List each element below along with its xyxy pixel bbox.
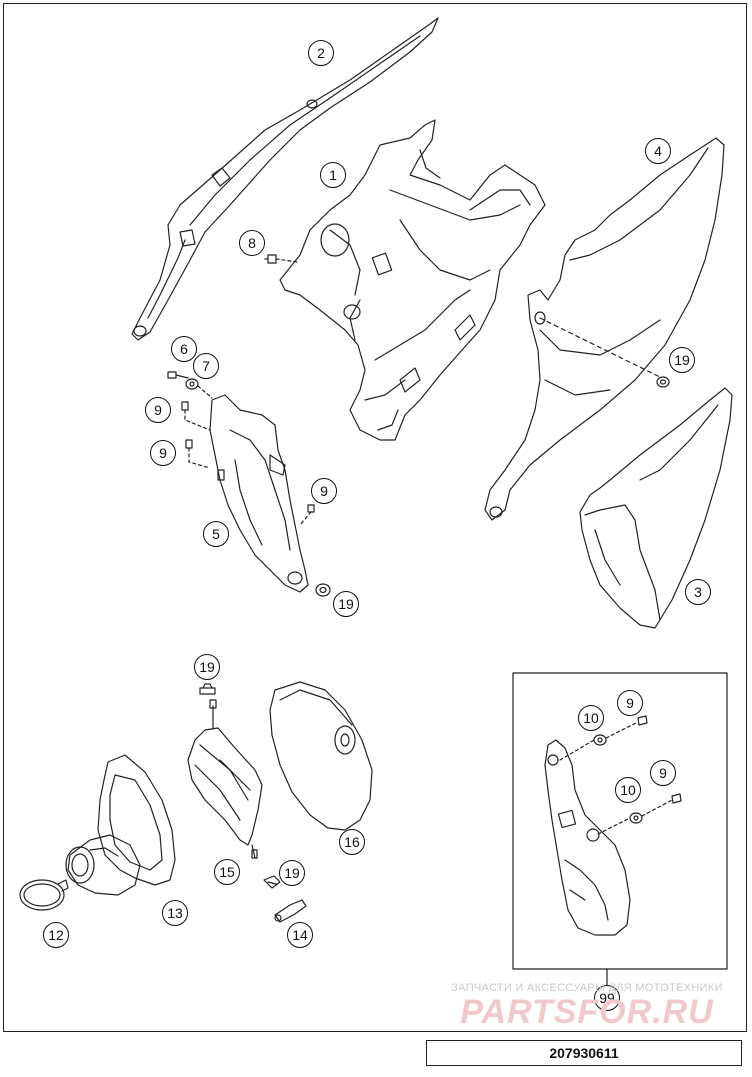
callout-9-e: 9 — [650, 760, 676, 786]
part-3-lower-cover — [579, 387, 733, 629]
callout-19-c: 19 — [194, 654, 220, 680]
callout-9-b: 9 — [150, 440, 176, 466]
callout-10-a: 10 — [578, 705, 604, 731]
callout-19-a: 19 — [669, 347, 695, 373]
diagram-frame — [3, 3, 747, 1032]
part-4-side-cover — [484, 137, 725, 521]
part-2-frame-trim — [131, 17, 439, 341]
callout-19-d: 19 — [279, 860, 305, 886]
callout-9-c: 9 — [311, 478, 337, 504]
callout-8: 8 — [239, 230, 265, 256]
part-5-filter-holder — [209, 394, 309, 593]
kit-99-washers-and-screws — [559, 715, 682, 835]
callout-3: 3 — [685, 579, 711, 605]
callout-14: 14 — [287, 922, 313, 948]
kit-99-part-drawing — [544, 739, 631, 936]
part-19-clip-c — [199, 683, 216, 695]
part-1-airbox — [279, 119, 546, 441]
part-15-filter-cage — [187, 699, 263, 859]
callout-15: 15 — [214, 859, 240, 885]
part-6-screw — [167, 371, 189, 379]
part-14-clip — [274, 899, 307, 923]
callout-4: 4 — [645, 138, 671, 164]
callout-9-d: 9 — [617, 690, 643, 716]
part-19-nut-b — [315, 583, 331, 597]
callout-13: 13 — [162, 900, 188, 926]
callout-9-a: 9 — [145, 397, 171, 423]
part-7-washer — [185, 378, 213, 399]
part-12-hose-clamp — [19, 879, 69, 911]
part-9-screws-left — [181, 401, 315, 526]
callout-7: 7 — [193, 353, 219, 379]
document-number: 207930611 — [426, 1040, 742, 1066]
part-19-nut-a — [656, 376, 670, 388]
watermark: ЗАПЧАСТИ И АКСЕССУАРЫ ДЛЯ МОТОТЕХНИКИ PA… — [432, 982, 742, 1032]
watermark-tagline: ЗАПЧАСТИ И АКСЕССУАРЫ ДЛЯ МОТОТЕХНИКИ — [451, 982, 723, 994]
callout-12: 12 — [43, 922, 69, 948]
part-8-screw — [264, 254, 299, 264]
part-19-clip-d — [263, 875, 281, 889]
callout-99: 99 — [594, 985, 620, 1011]
callout-1: 1 — [320, 162, 346, 188]
kit-99-box — [512, 672, 728, 970]
callout-6: 6 — [171, 336, 197, 362]
watermark-logo-text: PARTSFOR.RU — [460, 993, 714, 1031]
callout-5: 5 — [203, 521, 229, 547]
callout-2: 2 — [308, 40, 334, 66]
callout-19-b: 19 — [333, 591, 359, 617]
callout-10-b: 10 — [615, 777, 641, 803]
part-16-filter-cover — [269, 681, 373, 831]
callout-16: 16 — [339, 829, 365, 855]
part-13-air-filter — [65, 754, 176, 896]
